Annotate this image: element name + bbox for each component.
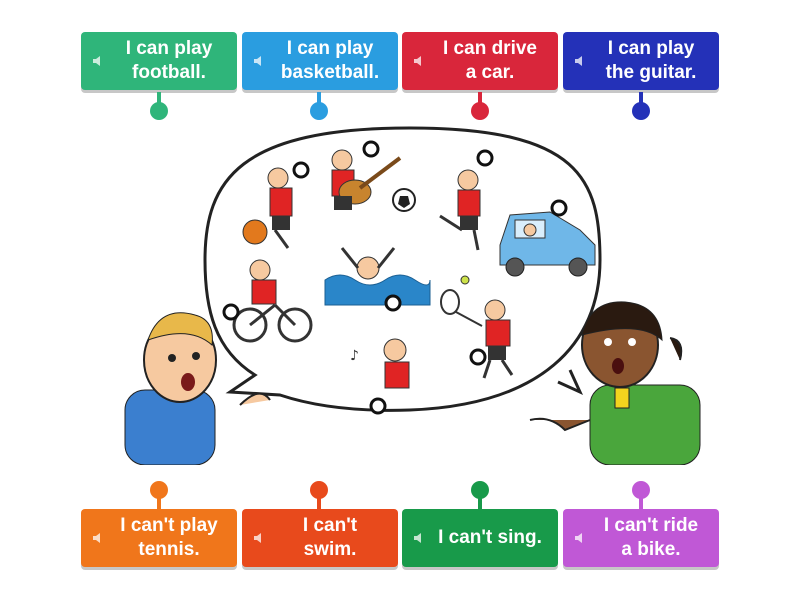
football-player-figure [392,169,481,251]
pin-dot[interactable] [310,102,328,120]
label-text: I can play basketball. [280,38,380,83]
speech-bubble-illustration: ♪ [124,126,701,465]
label-text: I can play football. [125,38,213,83]
basketball-player-figure [242,167,293,249]
speaker-icon[interactable] [571,54,589,68]
label-text: I can't sing. [438,527,542,548]
label-cant-play-tennis[interactable]: I can't play tennis. [81,509,237,567]
swimmer-figure [324,247,431,306]
label-cant-swim[interactable]: I can't swim. [242,509,398,567]
pin-stem [478,492,482,510]
speaker-icon[interactable] [89,54,107,68]
pin-dot[interactable] [471,481,489,499]
speaker-icon[interactable] [571,531,589,545]
label-text: I can't play tennis. [120,515,218,560]
pin-stem [317,492,321,510]
drop-targets [222,140,568,415]
label-cant-sing[interactable]: I can't sing. [402,509,558,567]
svg-text:♪: ♪ [350,348,359,364]
speaker-icon[interactable] [410,531,428,545]
pin-dot[interactable] [150,481,168,499]
speaker-icon[interactable] [250,531,268,545]
pin-dot[interactable] [471,102,489,120]
label-text: I can play the guitar. [605,38,697,83]
pin-dot[interactable] [150,102,168,120]
pin-stem [157,92,161,110]
guitar-player-figure [331,149,402,210]
speech-bubble-tail [557,369,584,396]
boy-figure [124,312,271,465]
pin-dot[interactable] [310,481,328,499]
car-figure [499,211,596,277]
label-can-play-basketball[interactable]: I can play basketball. [242,32,398,90]
singer-figure: ♪ [350,338,410,389]
pin-stem [639,92,643,110]
label-can-play-football[interactable]: I can play football. [81,32,237,90]
girl-figure [529,301,701,465]
tennis-player-figure [440,275,514,379]
speaker-icon[interactable] [89,531,107,545]
speaker-icon[interactable] [410,54,428,68]
pin-stem [157,492,161,510]
pin-stem [317,92,321,110]
label-cant-ride-bike[interactable]: I can't ride a bike. [563,509,719,567]
pin-dot[interactable] [632,102,650,120]
speaker-icon[interactable] [250,54,268,68]
label-can-drive-car[interactable]: I can drive a car. [402,32,558,90]
label-text: I can't swim. [302,515,358,560]
label-text: I can't ride a bike. [603,515,699,560]
label-can-play-guitar[interactable]: I can play the guitar. [563,32,719,90]
pin-stem [478,92,482,110]
pin-stem [639,492,643,510]
pin-dot[interactable] [632,481,650,499]
cyclist-figure [232,259,313,343]
label-text: I can drive a car. [443,38,537,83]
